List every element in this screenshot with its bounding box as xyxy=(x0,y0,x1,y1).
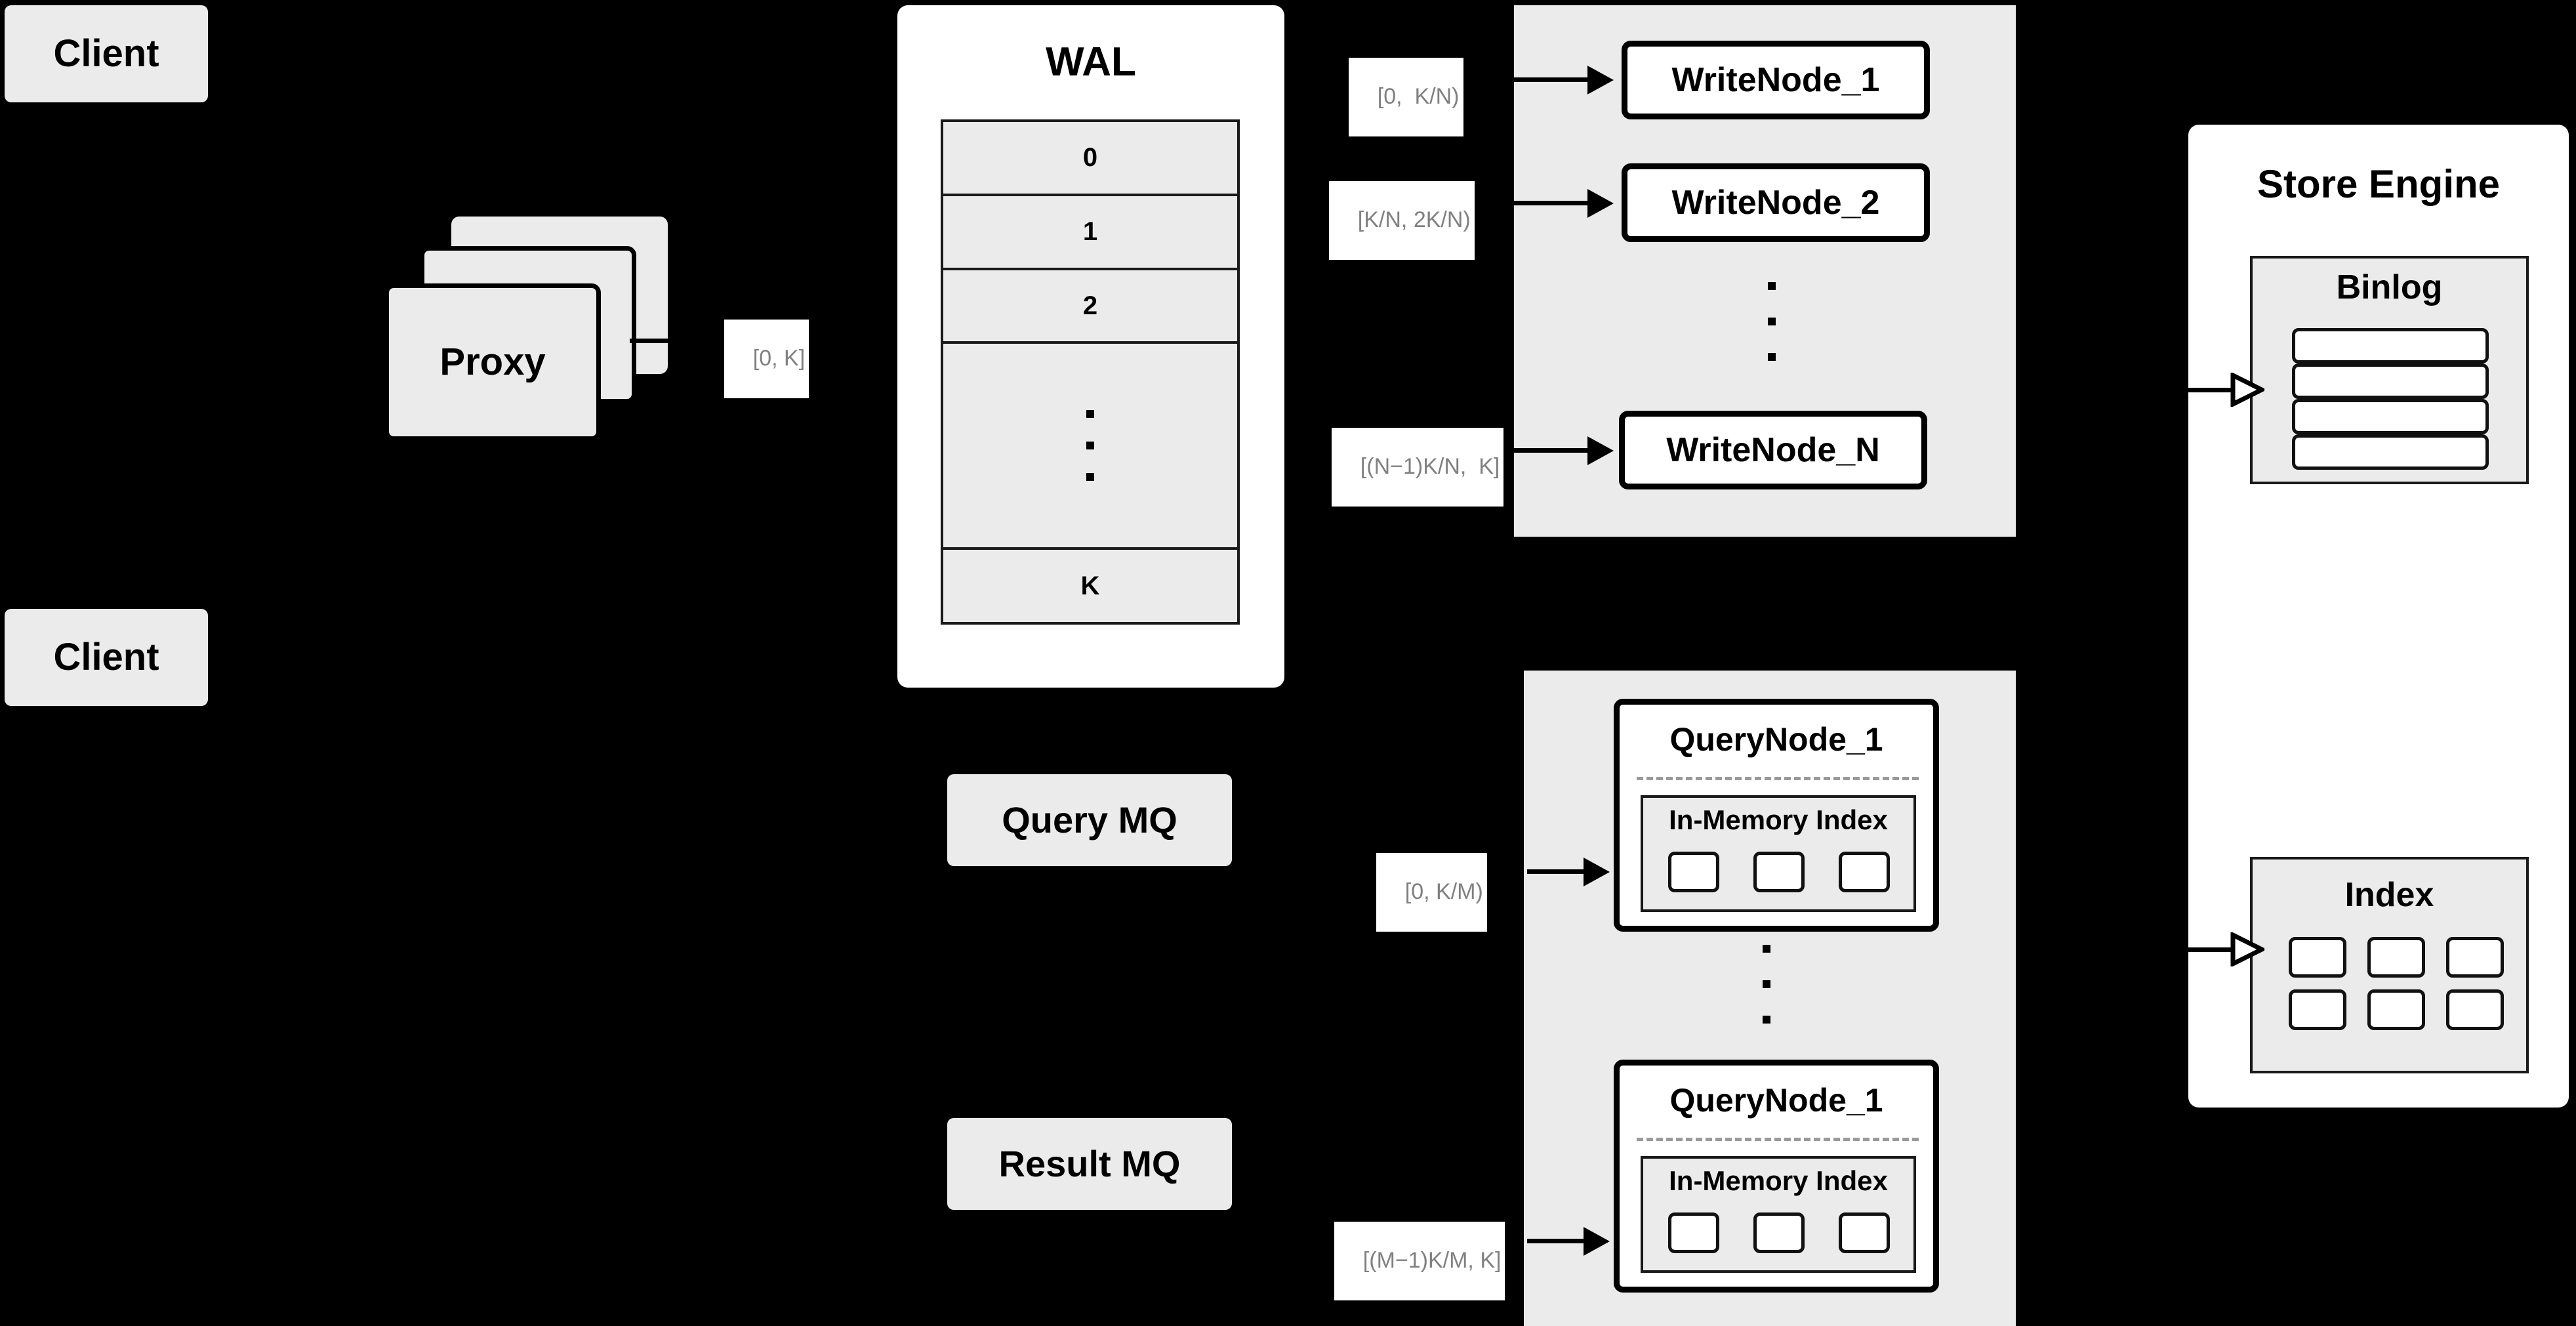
query-node-ellipsis-dots xyxy=(1762,945,1771,1024)
query-node-1-index-slot-3[interactable] xyxy=(1839,852,1890,892)
binlog-row-2[interactable] xyxy=(2292,363,2489,399)
query-mq-box[interactable]: Query MQ xyxy=(947,774,1232,866)
client-box-2[interactable]: Client xyxy=(5,609,208,706)
write-node-n-label: WriteNode_N xyxy=(1666,431,1880,469)
store-engine-title: Store Engine xyxy=(2257,161,2501,206)
edge-label-writenode-n: [(N−1)K/N, K] xyxy=(1332,428,1504,507)
query-node-1[interactable]: QueryNode_1 In-Memory Index xyxy=(1614,699,1939,932)
edge-label-proxy-to-wal: [0, K] xyxy=(724,320,809,399)
index-title-wrap: Index xyxy=(2253,874,2526,916)
client-box-1[interactable]: Client xyxy=(5,5,208,102)
wal-cell-ellipsis xyxy=(943,344,1237,550)
proxy-label: Proxy xyxy=(440,340,546,383)
arrow-head-writenode-1 xyxy=(1587,66,1614,94)
query-node-2-index-slot-3[interactable] xyxy=(1839,1212,1890,1253)
query-node-1-index-panel: In-Memory Index xyxy=(1641,795,1916,912)
binlog-row-1[interactable] xyxy=(2292,328,2489,363)
write-node-ellipsis-dots xyxy=(1767,282,1776,361)
client-label-2: Client xyxy=(53,635,159,678)
query-node-2-index-slot-1[interactable] xyxy=(1668,1212,1719,1253)
query-node-2[interactable]: QueryNode_1 In-Memory Index xyxy=(1614,1060,1939,1293)
query-node-1-index-slot-1[interactable] xyxy=(1668,852,1719,892)
query-node-2-label-wrap: QueryNode_1 xyxy=(1620,1077,1933,1123)
query-node-2-index-slot-2[interactable] xyxy=(1753,1212,1805,1253)
write-node-1-label: WriteNode_1 xyxy=(1671,61,1880,99)
binlog-title-wrap: Binlog xyxy=(2253,266,2526,308)
index-slot-5[interactable] xyxy=(2367,989,2425,1030)
index-title: Index xyxy=(2344,875,2434,914)
query-node-1-label-wrap: QueryNode_1 xyxy=(1620,716,1933,762)
proxy-to-wal-line xyxy=(630,339,669,343)
wal-ellipsis-dots xyxy=(1086,410,1094,482)
arrow-head-writenode-2 xyxy=(1587,189,1614,218)
client-label-1: Client xyxy=(53,31,159,75)
index-panel: Index xyxy=(2250,857,2529,1073)
wal-cell-k[interactable]: K xyxy=(1080,571,1100,600)
query-node-1-label: QueryNode_1 xyxy=(1669,720,1883,758)
arrow-line-binlog xyxy=(2188,388,2236,392)
index-slot-1[interactable] xyxy=(2289,937,2346,978)
binlog-row-4[interactable] xyxy=(2292,434,2489,470)
query-node-1-index-title-wrap: In-Memory Index xyxy=(1643,803,1913,837)
query-node-2-index-title: In-Memory Index xyxy=(1669,1165,1888,1196)
wal-cell-2[interactable]: 2 xyxy=(943,270,1237,344)
wal-cell-0[interactable]: 0 xyxy=(943,122,1237,196)
query-node-1-index-title: In-Memory Index xyxy=(1669,804,1888,835)
index-slot-4[interactable] xyxy=(2289,989,2346,1030)
edge-label-querynode-1: [0, K/M) xyxy=(1376,853,1487,932)
query-node-1-index-slot-2[interactable] xyxy=(1753,852,1805,892)
binlog-title: Binlog xyxy=(2336,268,2443,306)
binlog-row-3[interactable] xyxy=(2292,399,2489,434)
edge-label-writenode-1: [0, K/N) xyxy=(1349,58,1463,137)
arrow-head-writenode-n xyxy=(1587,436,1614,465)
result-mq-label: Result MQ xyxy=(998,1142,1181,1184)
arrow-line-writenode-n xyxy=(1486,448,1591,453)
arrow-line-writenode-1 xyxy=(1486,77,1591,82)
write-node-2[interactable]: WriteNode_2 xyxy=(1622,163,1930,242)
arrow-line-index xyxy=(2188,947,2236,952)
index-slot-6[interactable] xyxy=(2446,989,2504,1030)
query-node-2-index-title-wrap: In-Memory Index xyxy=(1643,1164,1913,1198)
result-mq-box[interactable]: Result MQ xyxy=(947,1118,1232,1210)
binlog-panel: Binlog xyxy=(2250,256,2529,484)
index-slot-2[interactable] xyxy=(2367,937,2425,978)
query-node-2-label: QueryNode_1 xyxy=(1669,1081,1883,1119)
wal-cell-1[interactable]: 1 xyxy=(943,196,1237,270)
arrow-line-querynode-m xyxy=(1527,1239,1587,1243)
query-node-2-divider xyxy=(1637,1138,1919,1141)
index-slot-3[interactable] xyxy=(2446,937,2504,978)
write-node-1[interactable]: WriteNode_1 xyxy=(1622,41,1930,119)
wal-cell-list: 0 1 2 K xyxy=(941,119,1240,625)
arrow-head-querynode-1 xyxy=(1584,858,1610,886)
edge-label-writenode-2: [K/N, 2K/N) xyxy=(1329,181,1475,260)
query-node-2-index-panel: In-Memory Index xyxy=(1641,1156,1916,1273)
query-mq-label: Query MQ xyxy=(1002,798,1177,840)
write-node-n[interactable]: WriteNode_N xyxy=(1619,411,1927,489)
query-node-1-divider xyxy=(1637,777,1919,780)
arrow-line-querynode-1 xyxy=(1527,869,1587,874)
edge-label-querynode-m: [(M−1)K/M, K] xyxy=(1334,1222,1505,1301)
arrow-line-writenode-2 xyxy=(1486,201,1591,205)
write-node-2-label: WriteNode_2 xyxy=(1671,184,1880,222)
wal-title: WAL xyxy=(1046,39,1136,85)
proxy-card-front[interactable]: Proxy xyxy=(384,283,601,441)
arrow-head-querynode-m xyxy=(1584,1227,1610,1256)
